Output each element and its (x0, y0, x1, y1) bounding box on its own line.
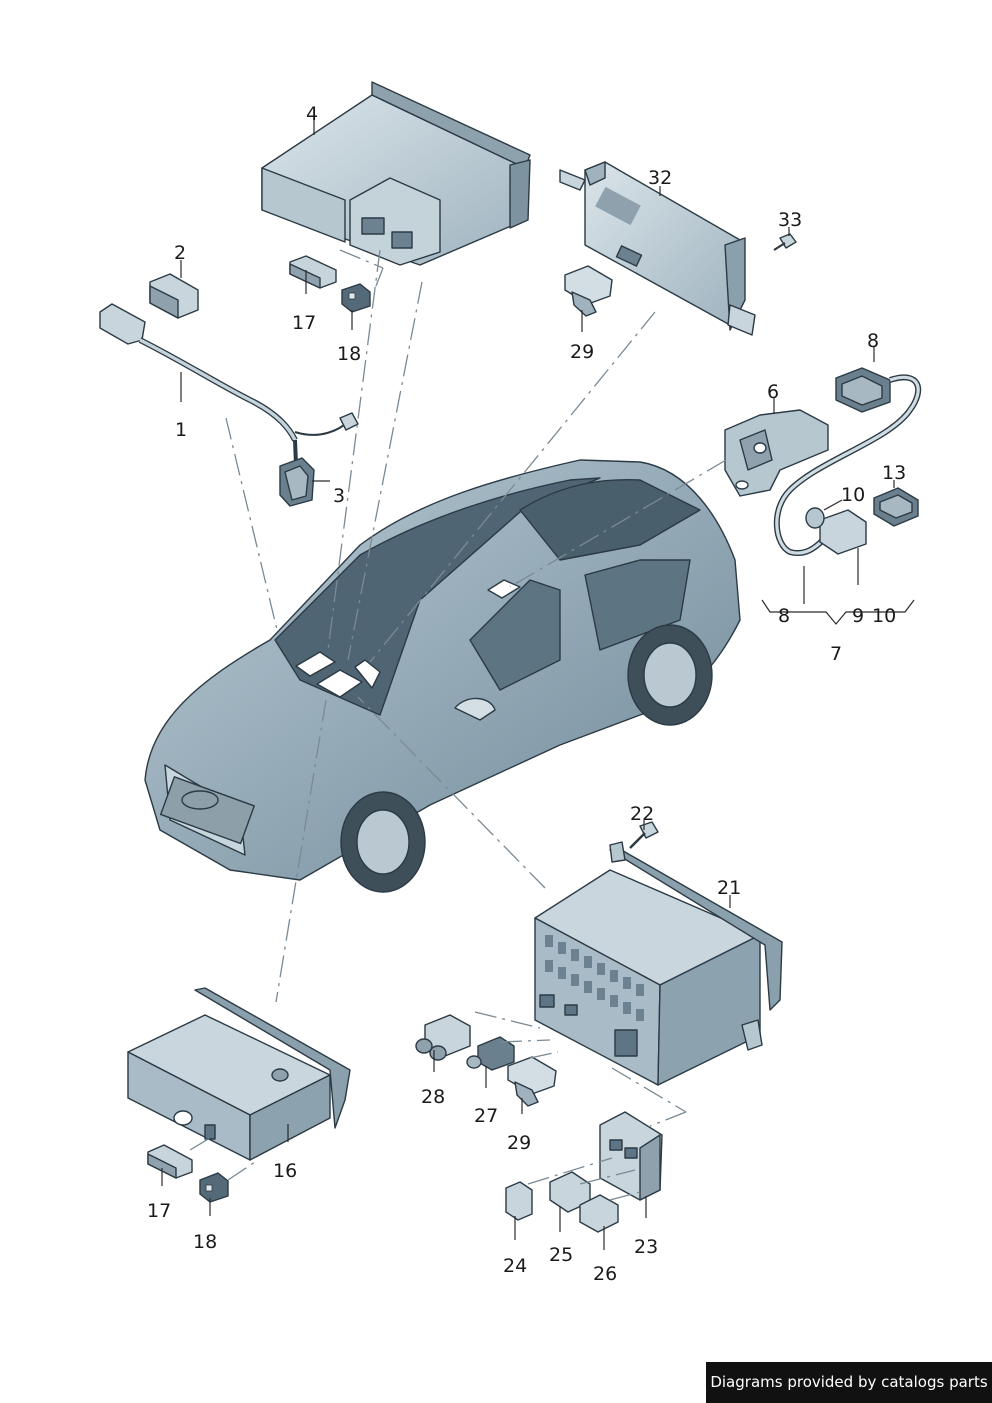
part-2-connector (149, 273, 199, 319)
callout-29-bottom: 29 (507, 1132, 531, 1154)
callout-22: 22 (630, 803, 654, 825)
part-4-control-unit (261, 81, 531, 266)
part-1-wiring-harness (99, 303, 359, 466)
part-9-connector (819, 509, 867, 555)
part-6-holder (724, 409, 829, 497)
callout-10-bottom: 10 (872, 605, 896, 627)
callout-26: 26 (593, 1263, 617, 1285)
part-13-connector (873, 487, 919, 527)
installation-lines (189, 249, 727, 1201)
callout-4: 4 (306, 103, 318, 125)
part-18-connector-top (341, 283, 371, 313)
part-17-connector-bottom (147, 1144, 193, 1179)
callout-18-top: 18 (337, 343, 361, 365)
callout-2: 2 (174, 242, 186, 264)
part-21-control-unit (534, 841, 783, 1086)
part-28-connector (415, 1014, 471, 1061)
part-10-cap (805, 507, 825, 529)
callout-9: 9 (852, 605, 864, 627)
callout-8-bottom: 8 (778, 605, 790, 627)
callout-3: 3 (333, 485, 345, 507)
callout-29-top: 29 (570, 341, 594, 363)
car-illustration (144, 459, 741, 893)
callout-17-bottom: 17 (147, 1200, 171, 1222)
callout-16: 16 (273, 1160, 297, 1182)
callout-6: 6 (767, 381, 779, 403)
part-7-cable (773, 374, 922, 556)
part-29-connector-bottom (507, 1056, 557, 1107)
callout-33: 33 (778, 209, 802, 231)
callout-25: 25 (549, 1244, 573, 1266)
part-16-control-unit (127, 987, 351, 1161)
part-26-plug (579, 1194, 619, 1233)
callout-27: 27 (474, 1105, 498, 1127)
part-29-connector-top (564, 265, 613, 317)
callout-21: 21 (717, 877, 741, 899)
callout-13: 13 (882, 462, 906, 484)
part-8-connector (835, 367, 891, 413)
part-32-module (559, 161, 756, 336)
part-33-screw (773, 233, 797, 251)
callout-17-top: 17 (292, 312, 316, 334)
credit-banner: Diagrams provided by catalogs parts (706, 1362, 992, 1403)
part-18-connector-bottom (199, 1172, 229, 1203)
leader-lines (161, 120, 915, 1250)
callout-24: 24 (503, 1255, 527, 1277)
callout-32: 32 (648, 167, 672, 189)
callout-10-top: 10 (841, 484, 865, 506)
part-17-connector-top (289, 255, 337, 289)
callout-28: 28 (421, 1086, 445, 1108)
part-3-plug (279, 457, 315, 507)
part-27-connector (466, 1036, 515, 1071)
callout-18-bottom: 18 (193, 1231, 217, 1253)
callout-7: 7 (830, 643, 842, 665)
callout-1: 1 (175, 419, 187, 441)
part-23-housing (599, 1111, 663, 1201)
callout-8-top: 8 (867, 330, 879, 352)
callout-23: 23 (634, 1236, 658, 1258)
part-24-plug (505, 1181, 533, 1221)
callout-labels: 4 2 1 3 17 18 32 33 29 6 8 13 10 8 9 10 … (147, 103, 906, 1285)
